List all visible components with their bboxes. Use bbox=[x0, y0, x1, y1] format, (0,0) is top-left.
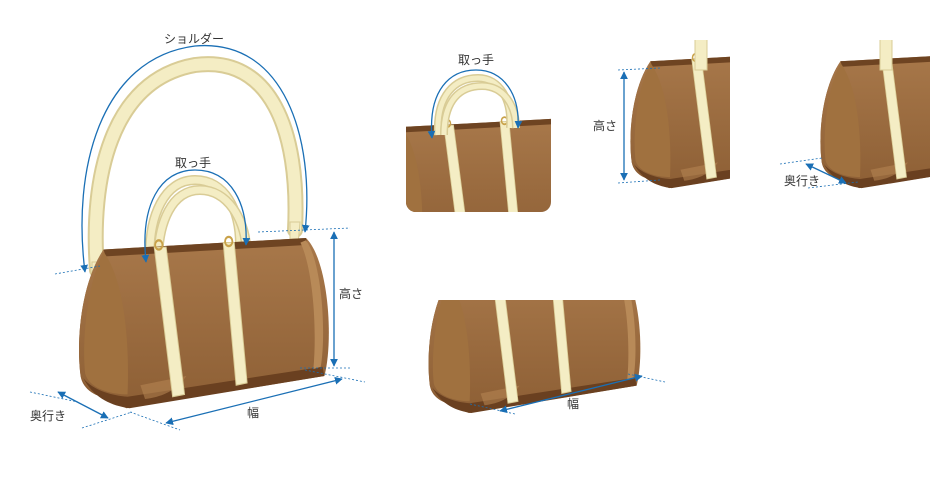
width-label: 幅 bbox=[247, 405, 259, 420]
handle-label: 取っ手 bbox=[175, 156, 211, 170]
main-dimensions bbox=[29, 45, 366, 431]
depth-label: 奥行き bbox=[30, 409, 66, 423]
depth-detail-label: 奥行き bbox=[784, 174, 820, 188]
height-detail-label: 高さ bbox=[593, 118, 617, 133]
shoulder-label: ショルダー bbox=[164, 31, 224, 46]
width-detail-panel bbox=[427, 300, 666, 415]
depth-detail-panel bbox=[779, 40, 930, 190]
handle-detail-label: 取っ手 bbox=[458, 53, 494, 67]
main-bag-illustration bbox=[77, 56, 330, 410]
width-detail-label: 幅 bbox=[567, 396, 579, 411]
height-detail-panel bbox=[617, 40, 730, 190]
height-label: 高さ bbox=[339, 286, 363, 301]
handle-detail-panel bbox=[406, 69, 551, 212]
